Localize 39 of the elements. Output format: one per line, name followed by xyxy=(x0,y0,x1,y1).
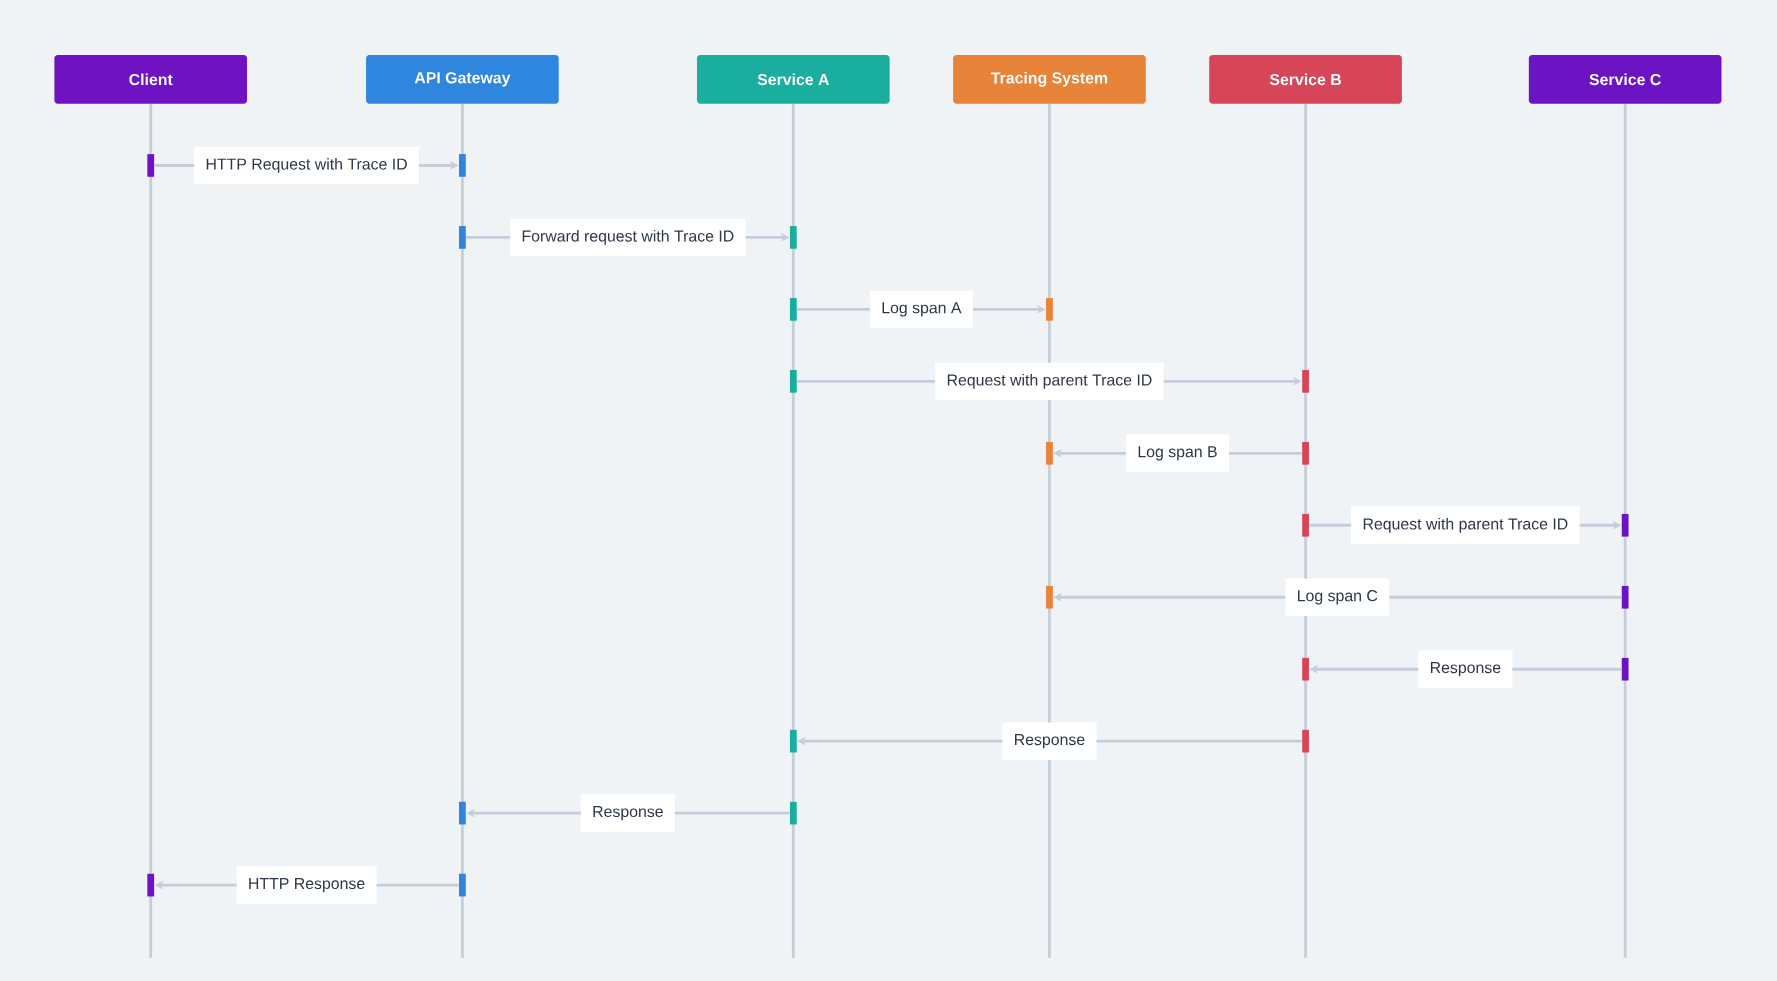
message-label: Request with parent Trace ID xyxy=(1351,506,1580,544)
activation-bar xyxy=(789,801,797,825)
message-label: Response xyxy=(1002,722,1097,760)
activation-bar xyxy=(789,729,797,753)
activation-bar xyxy=(1046,297,1053,321)
participant-box: Service C xyxy=(1528,54,1722,104)
participant-box: Client xyxy=(54,54,248,104)
activation-bar xyxy=(1302,369,1309,393)
message-label: HTTP Response xyxy=(236,866,377,904)
activation-bar xyxy=(147,153,155,177)
participant-box: Service A xyxy=(697,54,890,104)
message-label: Log span B xyxy=(1126,434,1229,472)
activation-bar xyxy=(789,297,797,321)
activation-bar xyxy=(147,873,155,897)
activation-bar xyxy=(1302,441,1309,465)
activation-bar xyxy=(1046,585,1053,609)
message-label: Response xyxy=(580,794,675,832)
message-label: Response xyxy=(1418,650,1513,688)
message-label: Request with parent Trace ID xyxy=(935,362,1164,400)
message-label: Log span C xyxy=(1285,578,1390,616)
activation-bar xyxy=(1302,729,1309,753)
activation-bar xyxy=(1046,441,1053,465)
message-label: Log span A xyxy=(869,290,973,328)
message-label: Forward request with Trace ID xyxy=(510,218,746,256)
activation-bar xyxy=(459,801,466,825)
activation-bar xyxy=(789,225,797,249)
participant-box: API Gateway xyxy=(366,54,559,104)
activation-bar xyxy=(789,369,797,393)
participant-box: Tracing System xyxy=(953,54,1146,104)
activation-bar xyxy=(459,153,466,177)
activation-bar xyxy=(459,873,466,897)
activation-bar xyxy=(459,225,466,249)
activation-bar xyxy=(1621,657,1629,681)
activation-bar xyxy=(1302,657,1309,681)
activation-bar xyxy=(1621,513,1629,537)
activation-bar xyxy=(1302,513,1309,537)
activation-bar xyxy=(1621,585,1629,609)
message-label: HTTP Request with Trace ID xyxy=(194,146,419,184)
participant-box: Service B xyxy=(1209,54,1402,104)
